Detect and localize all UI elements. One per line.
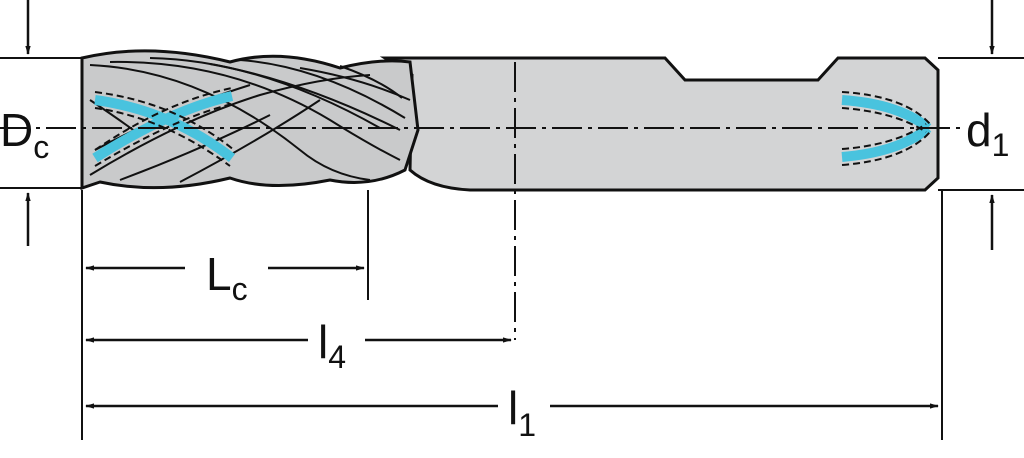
l1-label: l1 [508, 382, 536, 443]
shank-body [379, 56, 940, 192]
lc-label: Lc [206, 248, 248, 307]
l4-label: l4 [318, 316, 346, 375]
cutting-head [80, 49, 420, 191]
extension-lines [0, 57, 1024, 440]
dc-label: Dc [0, 104, 49, 165]
d1-label: d1 [966, 104, 1009, 163]
coolant-channels-shank [841, 91, 932, 166]
